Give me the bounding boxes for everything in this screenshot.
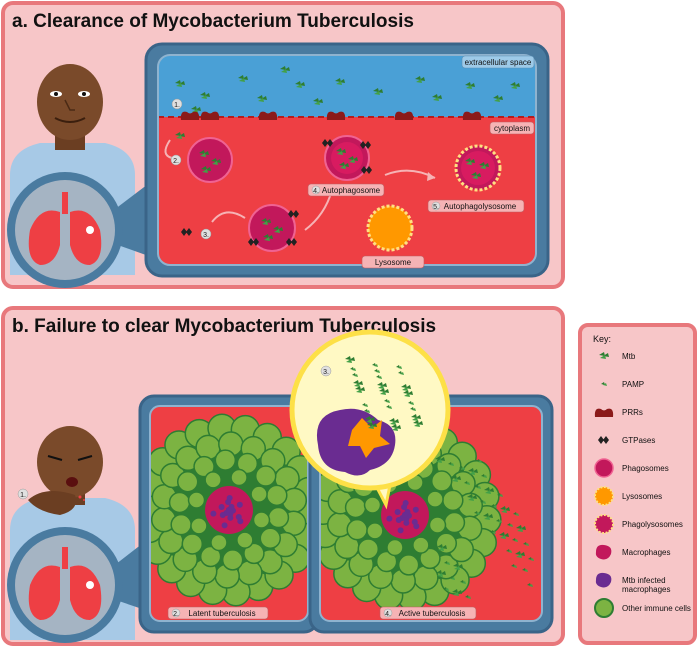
immune-cell [176, 471, 199, 493]
immune-cell [412, 536, 430, 554]
immune-cell-icon [594, 598, 614, 618]
lysosome-icon [594, 486, 614, 506]
immune-cell [210, 533, 228, 552]
panel-a-step-3: 3. [203, 232, 209, 239]
key-item-label: Macrophages [622, 548, 670, 557]
immune-cell [168, 491, 191, 514]
panel-b-step-4-num: 4. [385, 611, 391, 618]
lung-magnifier-a [7, 172, 160, 288]
immune-cell [435, 532, 458, 554]
immune-cell [430, 470, 453, 492]
active-tb-label: Active tuberculosis [399, 609, 466, 618]
panel-b-title: b. Failure to clear Mycobacterium Tuberc… [12, 316, 436, 337]
panel-b-step-3: 3. [323, 369, 329, 376]
key-item-label: PRRs [622, 408, 643, 417]
immune-cell [252, 511, 271, 529]
panel-a-title: a. Clearance of Mycobacterium Tuberculos… [12, 11, 414, 32]
key-item-label: Mtb [622, 352, 636, 361]
immune-cell [190, 517, 208, 535]
immune-cell [199, 545, 222, 568]
panel-a-step-4-num: 4. [313, 188, 319, 195]
immune-cell [375, 550, 398, 573]
immune-cell [366, 522, 384, 540]
immune-cell [346, 518, 368, 541]
immune-cell [267, 506, 290, 529]
immune-cell [243, 542, 265, 565]
immune-cell [230, 468, 248, 487]
key-item-label: PAMP [622, 380, 644, 389]
phagosome-step3 [248, 204, 299, 252]
key-item-label: Mtb infected [622, 576, 666, 585]
infected-macrophage-icon [595, 572, 612, 588]
immune-cell [428, 516, 447, 534]
phagosome-step2 [187, 137, 233, 183]
immune-cell [357, 538, 380, 560]
key-item-label: Phagosomes [622, 464, 669, 473]
key-item-label: Phagolysosomes [622, 520, 683, 529]
immune-cell [386, 538, 404, 557]
immune-cell [344, 496, 367, 519]
immune-cell [221, 549, 244, 571]
immune-cell [236, 452, 259, 475]
autophagosome [322, 135, 372, 181]
immune-cell [170, 513, 192, 536]
panel-a-step-2: 2. [173, 158, 179, 165]
latent-tb-label: Latent tuberculosis [188, 609, 255, 618]
lysosome-label: Lysosome [375, 258, 412, 267]
autophagolysosome [454, 144, 502, 192]
autophagosome-label: Autophagosome [322, 186, 381, 195]
key-panel [578, 323, 697, 645]
immune-cell [443, 511, 466, 534]
macrophage-icon [595, 544, 612, 560]
key-item-label: Other immune cells [622, 604, 691, 613]
immune-cell [254, 465, 277, 487]
panel-a-step-5-num: 5. [433, 204, 439, 211]
phagosome-icon [594, 458, 614, 478]
immune-cell [187, 491, 206, 509]
immune-cell [397, 554, 420, 576]
immune-cell [236, 531, 254, 549]
key-item-label-line2: macrophages [622, 585, 670, 594]
lysosome [366, 204, 414, 252]
extracellular-space-label: extracellular space [465, 58, 532, 67]
autophagolysosome-label: Autophagolysosome [444, 202, 517, 211]
immune-cell [204, 471, 222, 489]
immune-cell [181, 533, 204, 555]
immune-cell [363, 496, 382, 514]
key-item-label: GTPases [622, 436, 655, 445]
cytoplasm-label: cytoplasm [494, 124, 530, 133]
immune-cell [259, 527, 282, 549]
immune-cell [193, 455, 215, 478]
latent-tb-cell [138, 394, 320, 634]
immune-cell [442, 489, 464, 512]
key-title: Key: [593, 334, 611, 344]
immune-cell [426, 490, 444, 508]
phagolysosome-icon [594, 514, 614, 534]
key-item-label: Lysosomes [622, 492, 662, 501]
panel-b-step-1: 1. [20, 492, 26, 499]
panel-b-step-2-num: 2. [173, 611, 179, 618]
lung-magnifier-b [7, 527, 160, 643]
immune-cell [250, 485, 268, 503]
panel-a-step-1: 1. [174, 102, 180, 109]
immune-cell [266, 484, 288, 507]
immune-cell [214, 449, 237, 471]
immune-cell [419, 547, 441, 570]
